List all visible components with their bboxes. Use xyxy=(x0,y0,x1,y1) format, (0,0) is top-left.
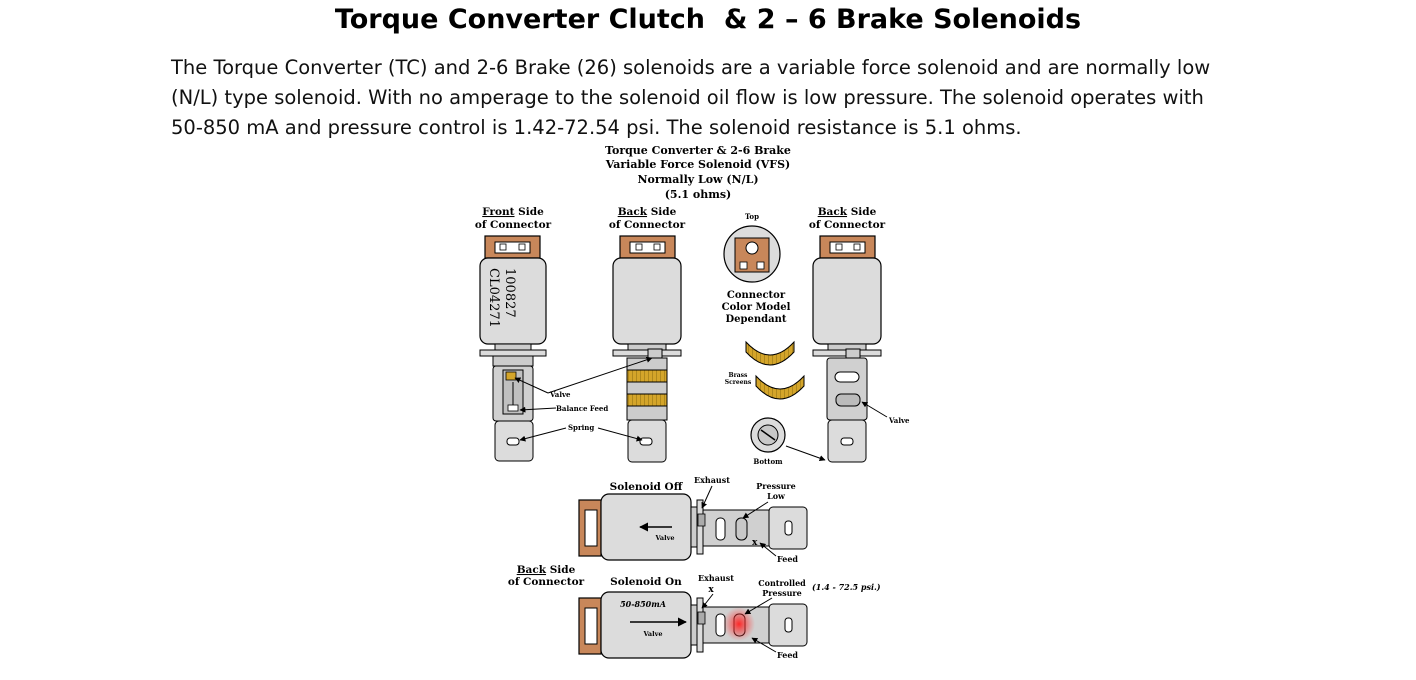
callout-spring: Spring xyxy=(568,423,594,432)
bottom-view: Bottom xyxy=(750,417,786,466)
solenoid-on-title: Solenoid On xyxy=(610,576,682,588)
bottom-label: Bottom xyxy=(753,457,783,466)
back-side-label-2-line2: of Connector xyxy=(809,219,886,231)
part-number-1: 100827 xyxy=(502,268,517,318)
back-side-label-2: Back Side xyxy=(818,206,877,218)
callout-balance-feed: Balance Feed xyxy=(556,404,608,413)
off-pressure-label-2: Low xyxy=(767,491,786,501)
body-line-2: (N/L) type solenoid. With no amperage to… xyxy=(171,86,1204,109)
front-side-label: Front Side xyxy=(482,206,544,218)
solenoid-back-view xyxy=(612,235,682,463)
on-x-mark: x xyxy=(708,585,714,595)
solenoid-off-title: Solenoid Off xyxy=(610,481,684,493)
brass-screens-label-2: Screens xyxy=(725,379,752,386)
slide-title: Torque Converter Clutch & 2 – 6 Brake So… xyxy=(334,4,1082,35)
brass-screens-label-1: Brass xyxy=(729,372,748,379)
on-exhaust-label: Exhaust xyxy=(698,573,734,583)
callout-valve: Valve xyxy=(549,390,571,399)
top-label: Top xyxy=(745,212,759,221)
solenoid-back-view-right xyxy=(812,235,882,463)
on-current-label: 50-850mA xyxy=(620,599,666,609)
back-side-label-1: Back Side xyxy=(618,206,677,218)
off-x-mark: x xyxy=(752,538,758,548)
diagram-header-line4: (5.1 ohms) xyxy=(665,188,732,201)
off-feed-label: Feed xyxy=(777,554,798,564)
off-valve-label: Valve xyxy=(654,534,674,542)
connector-note-2: Color Model xyxy=(722,302,791,313)
on-pressure-label-1: Controlled xyxy=(758,578,806,588)
body-line-1: The Torque Converter (TC) and 2-6 Brake … xyxy=(171,56,1211,79)
front-side-label-line2: of Connector xyxy=(475,219,552,231)
on-feed-label: Feed xyxy=(777,650,798,660)
callout-valve-right: Valve xyxy=(888,416,910,425)
solenoid-off-diagram: Solenoid Off Valve x Exhaust Pressure Lo… xyxy=(578,475,808,564)
lower-back-side-label: Back Side xyxy=(517,564,576,576)
slide-body: The Torque Converter (TC) and 2-6 Brake … xyxy=(171,53,1271,143)
slide-panel xyxy=(160,0,1250,680)
diagram-header-line3: Normally Low (N/L) xyxy=(637,173,758,186)
solenoid-front-view: 100827 CL04271 xyxy=(479,235,547,462)
connector-note-1: Connector xyxy=(727,290,786,301)
on-pressure-label-2: Pressure xyxy=(762,588,801,598)
part-number-2: CL04271 xyxy=(486,268,501,328)
lower-back-side-label-line2: of Connector xyxy=(508,576,585,588)
top-connector-view: Top Connector Color Model Dependant xyxy=(722,212,791,325)
back-side-label-1-line2: of Connector xyxy=(609,219,686,231)
solenoid-on-diagram: Solenoid On 50-850mA Valve Exhaust x Con… xyxy=(578,573,881,660)
controlled-pressure-glow xyxy=(723,607,755,641)
on-valve-label: Valve xyxy=(642,630,662,638)
connector-note-3: Dependant xyxy=(725,314,786,325)
diagram-header-line1: Torque Converter & 2-6 Brake xyxy=(605,144,791,157)
diagram-header-line2: Variable Force Solenoid (VFS) xyxy=(605,158,791,171)
off-exhaust-label: Exhaust xyxy=(694,475,730,485)
brass-screens: Brass Screens xyxy=(725,340,805,400)
body-line-3: 50-850 mA and pressure control is 1.42-7… xyxy=(171,116,1022,139)
off-pressure-label-1: Pressure xyxy=(756,481,795,491)
on-pressure-range: (1.4 - 72.5 psi.) xyxy=(812,582,881,592)
